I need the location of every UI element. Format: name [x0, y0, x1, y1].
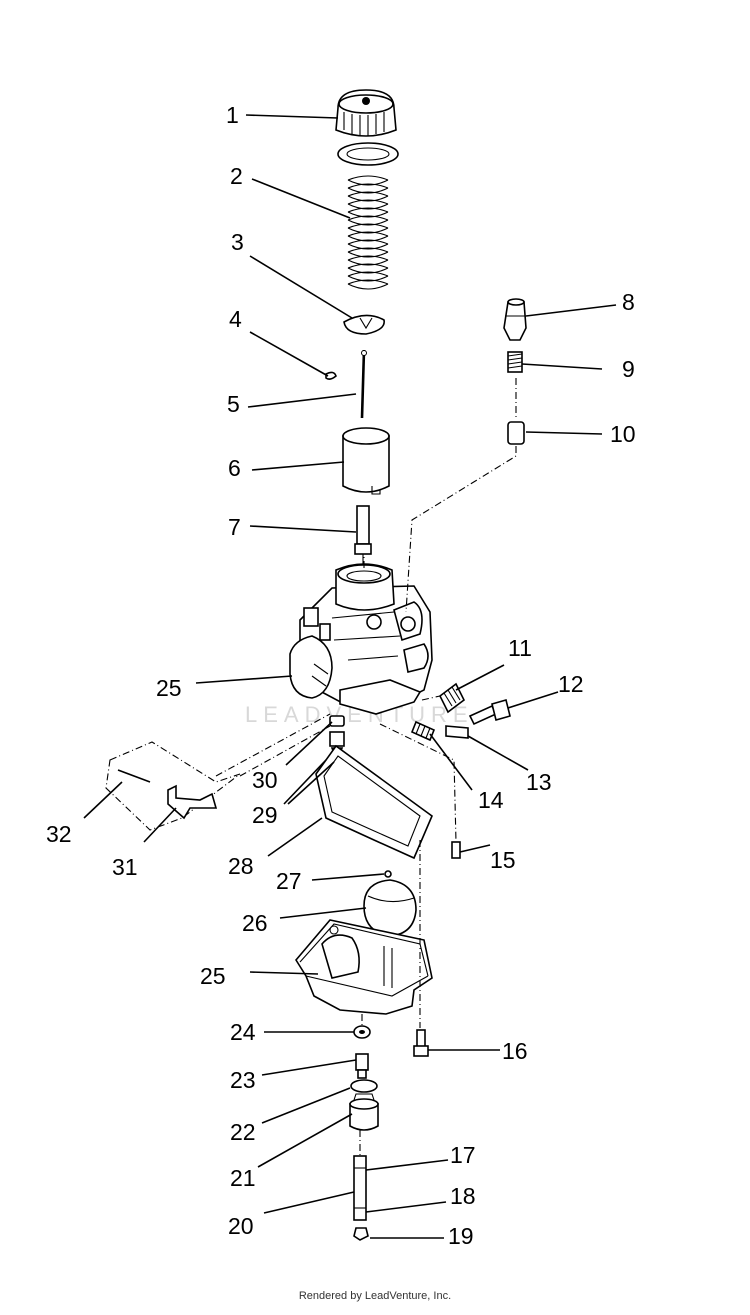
- part-idle-screw: [468, 699, 511, 726]
- callout-3: 3: [231, 229, 244, 255]
- callout-23: 23: [230, 1067, 256, 1093]
- part-drain-plug: [349, 1093, 379, 1131]
- callout-19: 19: [448, 1223, 474, 1249]
- part-float: [363, 879, 417, 937]
- part-tube-clip: [353, 1227, 369, 1241]
- callout-21: 21: [230, 1165, 256, 1191]
- part-air-screw: [503, 298, 527, 341]
- callout-10: 10: [610, 421, 636, 447]
- part-o-ring: [350, 1079, 378, 1093]
- part-e-clip: [325, 371, 337, 380]
- part-pilot-screw: [445, 725, 469, 739]
- leader-lines: [83, 114, 617, 1239]
- footer-credit: Rendered by LeadVenture, Inc.: [298, 1290, 452, 1302]
- part-float-pin: [105, 741, 241, 831]
- part-needle-retainer: [343, 314, 385, 335]
- callout-17: 17: [450, 1142, 476, 1168]
- callout-5: 5: [227, 391, 240, 417]
- callout-9: 9: [622, 356, 635, 382]
- callout-2: 2: [230, 163, 243, 189]
- callout-25-top: 25: [156, 675, 182, 701]
- part-float-pin-small: [384, 870, 392, 878]
- callout-16: 16: [502, 1038, 528, 1064]
- callout-25-bowl: 25: [200, 963, 226, 989]
- callout-29: 29: [252, 802, 278, 828]
- callout-27: 27: [276, 868, 302, 894]
- part-carburetor-body: [289, 563, 433, 715]
- callout-15: 15: [490, 847, 516, 873]
- callout-12: 12: [558, 671, 584, 697]
- callout-31: 31: [112, 854, 138, 880]
- callout-6: 6: [228, 455, 241, 481]
- part-idle-spring: [438, 682, 466, 714]
- part-cap-gasket: [337, 142, 399, 166]
- part-float-bowl-gasket: [315, 744, 433, 860]
- part-air-screw-spring: [507, 351, 523, 373]
- callout-11: 11: [508, 635, 532, 661]
- part-needle-jet: [354, 505, 372, 566]
- part-overflow-tube: [353, 1155, 367, 1221]
- callout-13: 13: [526, 769, 552, 795]
- callout-28: 28: [228, 853, 254, 879]
- callout-7: 7: [228, 514, 241, 540]
- callout-8: 8: [622, 289, 635, 315]
- callout-32: 32: [46, 821, 72, 847]
- part-main-jet: [355, 1053, 369, 1079]
- part-pilot-screw-spring: [410, 720, 436, 742]
- callout-18: 18: [450, 1183, 476, 1209]
- part-air-screw-washer: [507, 378, 525, 445]
- part-float-bowl: [295, 919, 433, 1015]
- callout-1: 1: [226, 102, 239, 128]
- part-jet-needle: [360, 349, 367, 419]
- callout-30: 30: [252, 767, 278, 793]
- part-pilot-jet: [451, 841, 461, 859]
- callout-14: 14: [478, 787, 504, 813]
- part-drain-washer: [353, 1025, 371, 1039]
- callout-4: 4: [229, 306, 242, 332]
- part-top-cap: [335, 89, 397, 137]
- callout-24: 24: [230, 1019, 256, 1045]
- part-spring: [347, 175, 389, 290]
- assembly-lines: [215, 446, 517, 1156]
- part-bowl-screw: [413, 1029, 429, 1057]
- callout-26: 26: [242, 910, 268, 936]
- callout-labels: 1 2 3 4 5 6 7 8 9 10 11 12 13 14 15 16 1…: [46, 102, 636, 1249]
- callout-20: 20: [228, 1213, 254, 1239]
- part-throttle-slide: [342, 427, 390, 495]
- callout-22: 22: [230, 1119, 256, 1145]
